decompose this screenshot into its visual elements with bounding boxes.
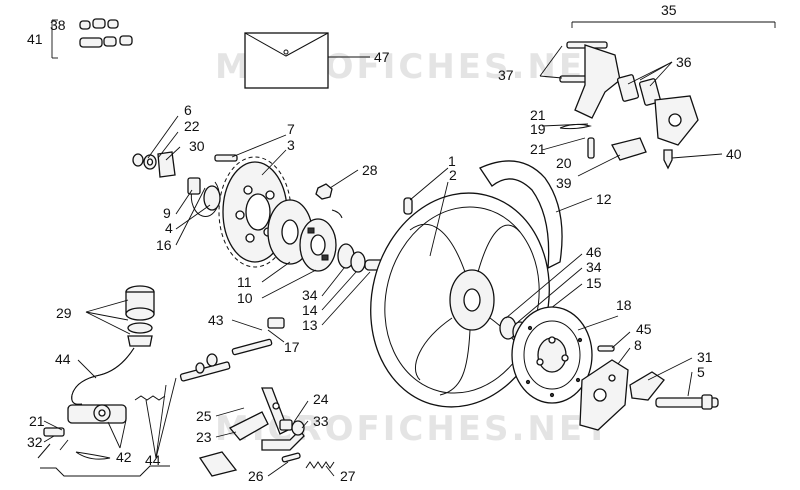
- callout-14: 14: [302, 302, 318, 318]
- callout-37: 37: [498, 67, 514, 83]
- callout-44-bottom: 44: [145, 452, 161, 468]
- callout-28: 28: [362, 162, 378, 178]
- callout-12: 12: [596, 191, 612, 207]
- callout-13: 13: [302, 317, 318, 333]
- rear-wheel-rim: [370, 167, 550, 408]
- callout-24: 24: [313, 391, 329, 407]
- callout-33: 33: [313, 413, 329, 429]
- callout-42: 42: [116, 449, 132, 465]
- callout-18: 18: [616, 297, 632, 313]
- callout-23: 23: [196, 429, 212, 445]
- callout-1: 1: [448, 153, 456, 169]
- callout-4: 4: [165, 220, 173, 236]
- callout-20: 20: [556, 155, 572, 171]
- callout-22: 22: [184, 118, 200, 134]
- callout-29: 29: [56, 305, 72, 321]
- callout-5: 5: [697, 364, 705, 380]
- callout-36: 36: [676, 54, 692, 70]
- caliper-carrier-bracket: [579, 331, 631, 431]
- sprocket-hub-carrier: [261, 199, 337, 299]
- axle-nut: [315, 169, 359, 219]
- callout-45: 45: [636, 321, 652, 337]
- callout-34-right: 34: [586, 259, 602, 275]
- callout-41: 41: [27, 31, 43, 47]
- callout-44-left: 44: [55, 351, 71, 367]
- callout-34-left: 34: [302, 287, 318, 303]
- callout-11: 11: [237, 274, 252, 290]
- pushrod-assembly: [134, 317, 285, 401]
- callout-9: 9: [163, 205, 171, 221]
- callout-25: 25: [196, 408, 212, 424]
- callout-15: 15: [586, 275, 602, 291]
- callout-39: 39: [556, 175, 572, 191]
- chain-adjuster-and-axle: [629, 357, 719, 410]
- callout-46: 46: [586, 244, 602, 260]
- callout-43: 43: [208, 312, 224, 328]
- brake-pedal: [198, 387, 335, 477]
- callout-7: 7: [287, 121, 295, 137]
- callout-16: 16: [156, 237, 172, 253]
- callout-3: 3: [287, 137, 295, 153]
- callout-10: 10: [237, 290, 253, 306]
- lower-left-leaders: [43, 377, 177, 459]
- spacer-washers: [132, 115, 181, 178]
- brake-disc: [511, 306, 619, 404]
- callout-32: 32: [27, 434, 43, 450]
- rear-master-cylinder: [37, 404, 170, 477]
- callout-40: 40: [726, 146, 742, 162]
- callout-35: 35: [661, 2, 677, 18]
- callout-30: 30: [189, 138, 205, 154]
- callout-26: 26: [248, 468, 264, 484]
- callout-21-top: 21: [530, 107, 546, 123]
- callout-19: 19: [530, 121, 546, 137]
- callout-6: 6: [184, 102, 192, 118]
- rear-mudguard: [479, 160, 593, 270]
- circlip-and-spacer: [175, 177, 221, 246]
- callout-31: 31: [697, 349, 713, 365]
- brake-fluid-reservoir: [85, 285, 155, 347]
- callout-38: 38: [50, 17, 66, 33]
- callout-17: 17: [284, 339, 300, 355]
- callout-21-bottom: 21: [29, 413, 45, 429]
- callout-21-mid: 21: [530, 141, 546, 157]
- brake-hose: [71, 347, 135, 405]
- brake-caliper-assembly: [539, 21, 776, 177]
- callout-labels: 1 2 3 4 5 6 7 8 9 10 11 12 13 14 15 16 1…: [27, 2, 742, 484]
- document-envelope: [244, 32, 370, 89]
- callout-27: 27: [340, 468, 356, 484]
- callout-8: 8: [634, 337, 642, 353]
- callout-2: 2: [449, 167, 457, 183]
- callout-47: 47: [374, 49, 390, 65]
- chain-link-parts: [51, 18, 133, 59]
